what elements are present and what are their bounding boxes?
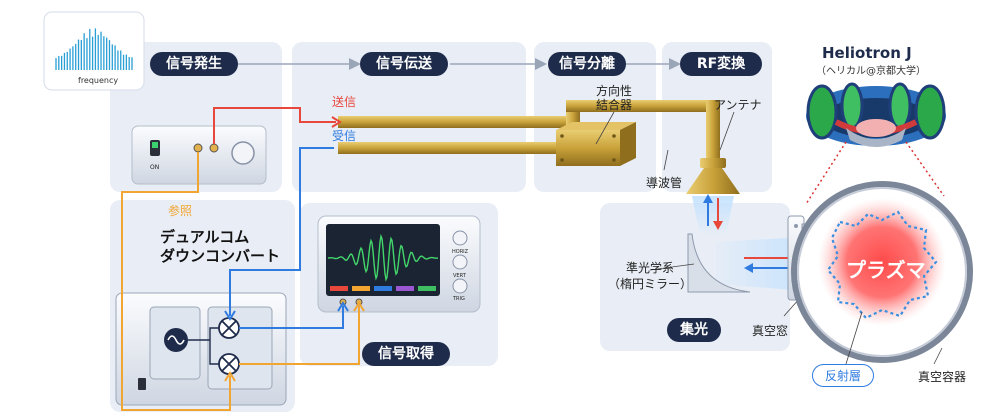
downconverter-title-line1: デュアルコム [160,228,250,246]
mirror-label: 準光学系 （楕円ミラー） [608,260,692,292]
antenna-label: アンテナ [714,98,762,112]
coupler-label-line1: 方向性 [596,84,633,98]
send-line [213,107,336,144]
send-port [209,143,219,153]
reference-port [193,143,203,153]
stage-transmission: 信号伝送 [360,52,448,76]
waveguide-label: 導波管 [646,176,683,190]
stage-signal-generation: 信号発生 [150,52,238,76]
spectrum-icon [43,11,145,91]
plasma [818,198,946,326]
receive-label: 受信 [332,129,357,143]
coupler-label: 方向性 結合器 [596,84,632,112]
downconverter-title-line2: ダウンコンバート [160,247,281,265]
stage-collection: 集光 [667,318,721,342]
on-switch-label: ON [150,164,160,171]
elliptical-mirror [687,233,751,293]
if-out-upper [239,306,344,329]
beam-vertical [692,196,734,236]
mirror-label-line1: 準光学系 [626,261,675,275]
reference-label: 参照 [168,204,193,218]
vacuum-vessel-label: 真空容器 [918,370,967,384]
stage-separation: 信号分離 [548,52,626,76]
spectrum-axis-label: frequency [78,76,119,85]
stage-rf-conversion: RF変換 [680,52,762,76]
if-out-lower [239,306,360,365]
antenna-beam-arrows [703,194,723,230]
mirror-label-line2: （楕円ミラー） [608,277,693,291]
stage-acquisition: 信号取得 [362,342,450,366]
vacuum-window-label: 真空窓 [752,324,789,338]
generator-knob [231,141,255,165]
scope-knob-vert-label: VERT [453,273,466,279]
coupler-label-line2: 結合器 [596,98,633,112]
directional-coupler [556,122,636,166]
receive-waveguide [338,142,560,154]
receive-line [229,147,334,316]
send-label: 送信 [332,95,357,109]
oscilloscope [317,215,481,313]
plasma-label: プラズマ [846,258,926,282]
reflection-layer [826,210,938,320]
scope-knob-horiz-label: HORIZ [452,249,469,255]
antenna-horn [686,158,740,194]
downconverter [115,292,287,406]
reflection-layer-badge: 反射層 [812,364,875,387]
device-name: Heliotron J [822,44,912,62]
reference-line [121,152,231,411]
scope-knob-trig-label: TRIG [453,296,465,302]
device-subtitle: （ヘリカル@京都大学） [816,66,926,77]
zoom-dotted-line [905,141,945,197]
zoom-dotted-line [805,141,847,205]
heliotron-device-illustration [806,82,946,147]
transmit-waveguide [338,116,566,128]
downconverter-title: デュアルコム ダウンコンバート [160,228,280,266]
